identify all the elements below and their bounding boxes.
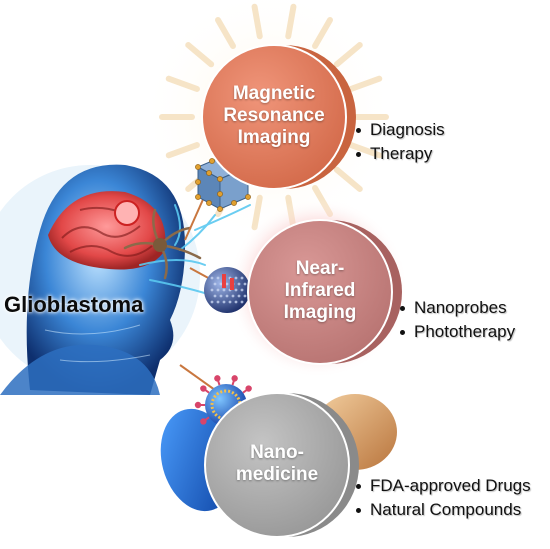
sphere-texture-dot bbox=[231, 294, 235, 298]
lattice-atom bbox=[195, 164, 201, 170]
glioblastoma-head-illustration bbox=[0, 164, 200, 395]
sphere-texture-dot bbox=[222, 288, 226, 292]
ligand-head bbox=[245, 385, 252, 392]
nir-title-line: Near- bbox=[295, 258, 345, 279]
mri-title-line: Imaging bbox=[237, 127, 311, 148]
lattice-atom bbox=[206, 200, 212, 206]
sphere-texture-dot bbox=[216, 276, 220, 280]
lattice-atom bbox=[217, 206, 223, 212]
ligand-head bbox=[200, 385, 207, 392]
sphere-texture-dot bbox=[243, 294, 247, 298]
bullet-item: Diagnosis bbox=[356, 118, 445, 142]
lattice-atom bbox=[217, 191, 223, 197]
sphere-texture-dot bbox=[219, 282, 223, 286]
ligand-head bbox=[231, 375, 238, 382]
ligand-head bbox=[200, 418, 207, 425]
sun-ray bbox=[333, 42, 363, 68]
sphere-texture-dot bbox=[213, 282, 217, 286]
lattice-atom bbox=[206, 170, 212, 176]
mri-bullet-list: Diagnosis Therapy bbox=[356, 118, 445, 166]
bullet-item: Phototherapy bbox=[400, 320, 515, 344]
sun-ray bbox=[312, 17, 333, 49]
sphere-texture-dot bbox=[228, 300, 232, 304]
sun-ray bbox=[333, 166, 363, 192]
lattice-atom bbox=[217, 176, 223, 182]
nir-bullet-list: Nanoprobes Phototherapy bbox=[400, 296, 515, 344]
nir-circle bbox=[247, 219, 402, 365]
sun-ray bbox=[215, 17, 236, 49]
sphere-texture-dot bbox=[240, 300, 244, 304]
sphere-texture-dot bbox=[213, 294, 217, 298]
nanomedicine-title-line: Nano- bbox=[250, 442, 304, 463]
nanomedicine-title-line: medicine bbox=[235, 464, 319, 485]
mri-title: Magnetic Resonance Imaging bbox=[214, 83, 334, 149]
sun-ray bbox=[251, 3, 263, 40]
nanoparticle-sphere-icon bbox=[204, 267, 250, 313]
sun-ray bbox=[165, 75, 200, 92]
sphere-texture-dot bbox=[243, 282, 247, 286]
sphere-texture-dot bbox=[234, 288, 238, 292]
nir-title-line: Imaging bbox=[283, 302, 357, 323]
lattice-atom bbox=[245, 194, 251, 200]
sphere-texture-dot bbox=[237, 294, 241, 298]
sphere-texture-dot bbox=[219, 294, 223, 298]
sphere-texture-dot bbox=[237, 282, 241, 286]
sun-ray bbox=[348, 75, 383, 92]
nir-title-line: Infrared bbox=[284, 280, 356, 301]
ligand-head bbox=[214, 375, 221, 382]
sphere-texture-dot bbox=[240, 276, 244, 280]
nir-title: Near- Infrared Imaging bbox=[260, 258, 380, 324]
sphere-texture-dot bbox=[210, 276, 214, 280]
lattice-atom bbox=[231, 200, 237, 206]
bullet-item: FDA-approved Drugs bbox=[356, 474, 531, 498]
sphere-texture-dot bbox=[210, 288, 214, 292]
mri-circle bbox=[201, 44, 356, 190]
sphere-texture-dot bbox=[234, 300, 238, 304]
sun-ray bbox=[165, 142, 200, 159]
mri-title-line: Resonance bbox=[223, 105, 325, 126]
bullet-item: Natural Compounds bbox=[356, 498, 531, 522]
sun-ray bbox=[251, 194, 263, 231]
sphere-texture-dot bbox=[216, 288, 220, 292]
lattice-atom bbox=[209, 158, 215, 164]
ligand-head bbox=[194, 401, 202, 409]
bullet-item: Therapy bbox=[356, 142, 445, 166]
sun-ray bbox=[185, 42, 215, 68]
nanomedicine-circle bbox=[204, 392, 359, 538]
nanomedicine-bullet-list: FDA-approved Drugs Natural Compounds bbox=[356, 474, 531, 522]
sphere-texture-dot bbox=[240, 288, 244, 292]
sphere-texture-dot bbox=[210, 300, 214, 304]
sphere-texture-dot bbox=[225, 282, 229, 286]
sun-ray bbox=[285, 3, 297, 40]
lattice-atom bbox=[195, 194, 201, 200]
mri-title-line: Magnetic bbox=[232, 83, 316, 104]
sphere-texture-dot bbox=[216, 300, 220, 304]
sphere-texture-dot bbox=[225, 294, 229, 298]
sphere-texture-dot bbox=[234, 276, 238, 280]
nanomedicine-title: Nano- medicine bbox=[217, 442, 337, 486]
lattice-atom bbox=[195, 179, 201, 185]
glioblastoma-label: Glioblastoma bbox=[4, 292, 144, 317]
bullet-item: Nanoprobes bbox=[400, 296, 515, 320]
sun-ray bbox=[348, 142, 383, 159]
sphere-texture-dot bbox=[222, 300, 226, 304]
